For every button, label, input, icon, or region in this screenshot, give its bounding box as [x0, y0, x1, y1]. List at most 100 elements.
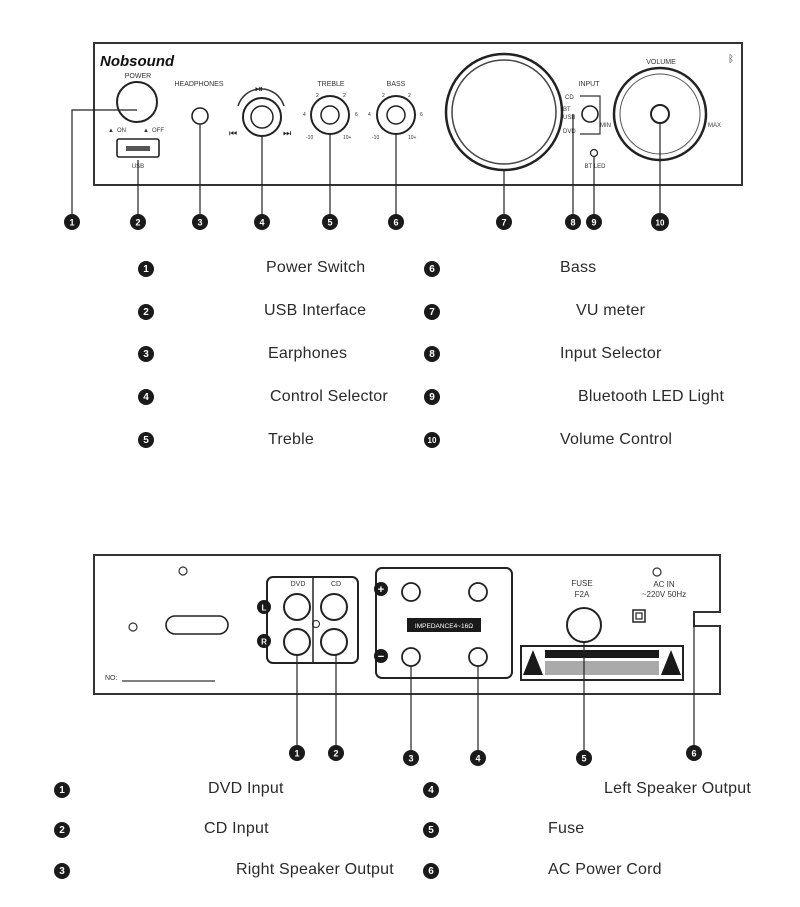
svg-text:6: 6 [393, 218, 398, 228]
warning-triangle-right [661, 650, 681, 675]
front-legend-label: Bass [560, 259, 597, 276]
svg-text:2: 2 [333, 749, 338, 759]
front-legend-badge: 6 [424, 261, 440, 277]
input-bt-label: BT [563, 107, 571, 113]
right-speaker-minus [401, 647, 421, 667]
cd-right-jack [320, 628, 348, 656]
front-callouts: 1 2 3 4 5 6 7 8 9 10 [64, 213, 669, 231]
cd-label: CD [331, 581, 341, 588]
screw-hole [652, 567, 662, 577]
front-legend-label: Control Selector [270, 388, 388, 405]
warning-label-bar [545, 650, 659, 658]
fuse-rating: F2A [575, 590, 590, 599]
double-insulation-symbol [632, 609, 646, 623]
dvd-left-jack [283, 593, 311, 621]
front-legend-label: Earphones [268, 345, 348, 362]
headphones-label: HEADPHONES [174, 81, 223, 88]
plus-badge [374, 582, 388, 596]
front-legend-badge: 4 [138, 389, 154, 405]
cd-left-jack [320, 593, 348, 621]
front-legend-badge: 8 [424, 346, 440, 362]
back-legend-badge: 1 [54, 782, 70, 798]
back-legend-badge: 2 [54, 822, 70, 838]
svg-text:1: 1 [294, 749, 299, 759]
front-legend-badge: 5 [138, 432, 154, 448]
bass-mark-6: 6 [420, 112, 423, 118]
input-selector-bracket [580, 95, 601, 135]
left-channel-badge [257, 600, 271, 614]
warning-triangle-left [523, 650, 543, 675]
svg-text:5: 5 [581, 754, 586, 764]
back-legend-label: Left Speaker Output [604, 780, 752, 797]
svg-text:9: 9 [591, 218, 596, 228]
treble-mark-4: 4 [303, 112, 306, 118]
play-pause-icon: ⏯ [255, 84, 263, 95]
back-legend-label: Fuse [548, 820, 585, 837]
front-panel-frame [93, 42, 743, 186]
svg-text:8: 8 [570, 218, 575, 228]
treble-knob [310, 95, 350, 135]
front-legend-badge: 3 [138, 346, 154, 362]
ac-in-label: AC IN [653, 580, 675, 589]
front-legend-label: Input Selector [560, 345, 662, 362]
bluetooth-led [589, 148, 599, 158]
front-legend-badge: 2 [138, 304, 154, 320]
screw-hole [178, 566, 188, 576]
front-legend-label: Bluetooth LED Light [578, 388, 725, 405]
input-label: INPUT [579, 81, 601, 88]
bass-max: 10+ [408, 135, 417, 141]
front-legend-badge: 9 [424, 389, 440, 405]
control-selector-center [250, 105, 274, 129]
bass-mark-2-left: 2 [382, 93, 385, 99]
fuse-holder [566, 607, 602, 643]
screw-hole [128, 622, 138, 632]
back-legend-label: CD Input [204, 820, 269, 837]
minus-label: − [378, 651, 384, 663]
double-insulation-inner [635, 612, 643, 620]
power-label: POWER [125, 73, 151, 80]
input-cd-label: CD [565, 95, 574, 101]
impedance-plate [407, 618, 481, 632]
svg-text:1: 1 [69, 218, 74, 228]
svg-text:4: 4 [259, 218, 264, 228]
svg-text:7: 7 [501, 218, 506, 228]
control-selector-knob [242, 97, 282, 137]
left-channel-label: L [262, 604, 267, 613]
vent-slot [165, 615, 229, 635]
serial-label: NO: [105, 675, 118, 682]
front-legend-label: USB Interface [264, 302, 367, 319]
back-legend-badge: 5 [423, 822, 439, 838]
front-legend-label: VU meter [576, 302, 646, 319]
treble-mark-2-right: 2 [343, 93, 346, 99]
headphone-jack [191, 107, 209, 125]
off-arrow: ▲ [143, 128, 149, 134]
volume-knob-cap [650, 104, 670, 124]
volume-max-label: MAX [708, 123, 721, 129]
treble-label: TREBLE [317, 81, 345, 88]
bass-label: BASS [387, 81, 406, 88]
front-legend-badge: 7 [424, 304, 440, 320]
treble-mark-2-left: 2 [316, 93, 319, 99]
front-legend-badge: 10 [424, 432, 440, 448]
off-text: OFF [152, 128, 164, 134]
back-panel-diagram: NO: DVD CD L R + − IMPEDANCE4~16Ω FUSE F… [93, 554, 721, 766]
treble-mark-6: 6 [355, 112, 358, 118]
bass-knob [376, 95, 416, 135]
power-switch [116, 81, 158, 123]
warning-label-text-lines [545, 661, 659, 675]
rca-center-hole [312, 620, 320, 628]
bass-mark-4: 4 [368, 112, 371, 118]
back-legend-label: Right Speaker Output [236, 861, 394, 878]
front-legend-label: Treble [268, 431, 314, 448]
dvd-label: DVD [291, 581, 306, 588]
treble-min: -10 [306, 135, 313, 141]
svg-text:5: 5 [327, 218, 332, 228]
front-leader-lines [71, 109, 661, 214]
right-channel-badge [257, 634, 271, 648]
minus-badge [374, 649, 388, 663]
back-legend-badge: 6 [423, 863, 439, 879]
fuse-label: FUSE [571, 579, 592, 588]
back-legend-badge: 4 [423, 782, 439, 798]
svg-text:2: 2 [135, 218, 140, 228]
brand-logo: Nobsound [100, 53, 175, 70]
